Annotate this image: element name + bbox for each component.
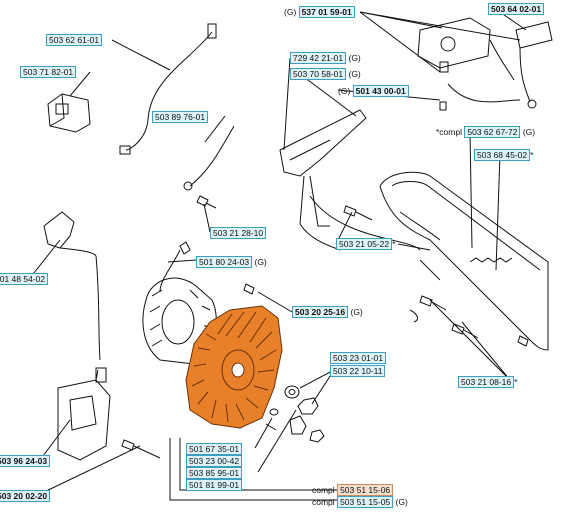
callout-503-89-76-01: 503 89 76-01 bbox=[152, 111, 209, 123]
part-label[interactable]: 503 21 08-16 bbox=[458, 376, 515, 388]
compl-note: compl bbox=[312, 497, 335, 507]
part-label[interactable]: 503 70 58-01 bbox=[290, 68, 347, 80]
part-label[interactable]: 503 51 15-06 bbox=[337, 484, 394, 496]
callout-503-20-25-16: 503 20 25-16 (G) bbox=[292, 306, 363, 318]
part-label[interactable]: 503 96 24-03 bbox=[0, 455, 51, 467]
part-label[interactable]: 503 85 95-01 bbox=[186, 467, 243, 479]
part-label[interactable]: 501 80 24-03 bbox=[196, 256, 253, 268]
part-label[interactable]: 501 43 00-01 bbox=[352, 85, 409, 97]
part-label[interactable]: 503 22 10-11 bbox=[330, 365, 386, 377]
callout-537-01-59-01: (G) 537 01 59-01 bbox=[284, 6, 355, 18]
genuine-flag: (G) bbox=[395, 497, 408, 507]
part-label[interactable]: 729 42 21-01 bbox=[290, 52, 347, 64]
part-label[interactable]: 503 20 25-16 bbox=[292, 306, 349, 318]
callout-503-23-00-42: 503 23 00-42 bbox=[186, 455, 243, 467]
compl-note: *compl bbox=[436, 127, 462, 137]
genuine-flag: (G) bbox=[522, 127, 536, 137]
part-label[interactable]: 503 64 02-01 bbox=[488, 3, 545, 15]
callout-503-21-28-10: 503 21 28-10 bbox=[210, 227, 267, 239]
part-label[interactable]: 503 62 67-72 bbox=[464, 126, 521, 138]
callout-501-43-00-01: (G) 501 43 00-01 bbox=[338, 85, 409, 97]
part-label[interactable]: 503 51 15-05 bbox=[337, 496, 394, 508]
part-label[interactable]: 503 23 00-42 bbox=[186, 455, 243, 467]
part-label[interactable]: 503 21 05-22 bbox=[336, 238, 393, 250]
callout-503-20-02-20: 503 20 02-20 bbox=[0, 490, 51, 502]
callout-501-48-54-02: 501 48 54-02 bbox=[0, 273, 49, 285]
callout-503-23-01-01: 503 23 01-01 bbox=[330, 352, 387, 364]
part-label[interactable]: 501 67 35-01 bbox=[186, 443, 243, 455]
callout-503-51-15-06: compl 503 51 15-06 bbox=[312, 484, 394, 496]
genuine-flag: (G) bbox=[254, 257, 267, 267]
callout-503-62-61-01: 503 62 61-01 bbox=[46, 34, 103, 46]
part-label[interactable]: 503 23 01-01 bbox=[330, 352, 387, 364]
genuine-flag: (G) bbox=[348, 69, 361, 79]
callout-503-71-82-01: 503 71 82-01 bbox=[20, 66, 77, 78]
callout-503-70-58-01: 503 70 58-01 (G) bbox=[290, 68, 361, 80]
star-note: * bbox=[514, 377, 518, 387]
callout-501-80-24-03: 501 80 24-03 (G) bbox=[196, 256, 267, 268]
callout-503-68-45-02: 503 68 45-02* bbox=[474, 149, 533, 161]
compl-note: compl bbox=[312, 485, 335, 495]
part-label[interactable]: 503 20 02-20 bbox=[0, 490, 51, 502]
callout-503-51-15-05: compl 503 51 15-05 (G) bbox=[312, 496, 408, 508]
callout-503-64-02-01: 503 64 02-01 bbox=[488, 3, 545, 15]
callout-503-62-67-72: *compl 503 62 67-72 (G) bbox=[436, 126, 535, 138]
genuine-flag: (G) bbox=[350, 307, 363, 317]
part-label[interactable]: 503 68 45-02 bbox=[474, 149, 531, 161]
part-label[interactable]: 501 48 54-02 bbox=[0, 273, 49, 285]
callout-503-21-08-16: 503 21 08-16* bbox=[458, 376, 517, 388]
part-label[interactable]: 503 62 61-01 bbox=[46, 34, 103, 46]
part-label[interactable]: 501 81 99-01 bbox=[186, 479, 243, 491]
star-note: * bbox=[530, 150, 534, 160]
genuine-flag: (G) bbox=[348, 53, 361, 63]
genuine-flag: (G) bbox=[284, 7, 297, 17]
part-label[interactable]: 537 01 59-01 bbox=[298, 6, 355, 18]
callout-503-96-24-03: 503 96 24-03 bbox=[0, 455, 51, 467]
callout-501-81-99-01: 501 81 99-01 bbox=[186, 479, 243, 491]
callout-503-85-95-01: 503 85 95-01 bbox=[186, 467, 243, 479]
part-label[interactable]: 503 21 28-10 bbox=[210, 227, 267, 239]
callout-729-42-21-01: 729 42 21-01 (G) bbox=[290, 52, 361, 64]
part-label[interactable]: 503 71 82-01 bbox=[20, 66, 77, 78]
genuine-flag: (G) bbox=[338, 86, 351, 96]
part-label[interactable]: 503 89 76-01 bbox=[152, 111, 209, 123]
star-note: * bbox=[392, 239, 396, 249]
callout-501-67-35-01: 501 67 35-01 bbox=[186, 443, 243, 455]
callout-503-22-10-11: 503 22 10-11 bbox=[330, 365, 386, 377]
callout-503-21-05-22: 503 21 05-22* bbox=[336, 238, 395, 250]
